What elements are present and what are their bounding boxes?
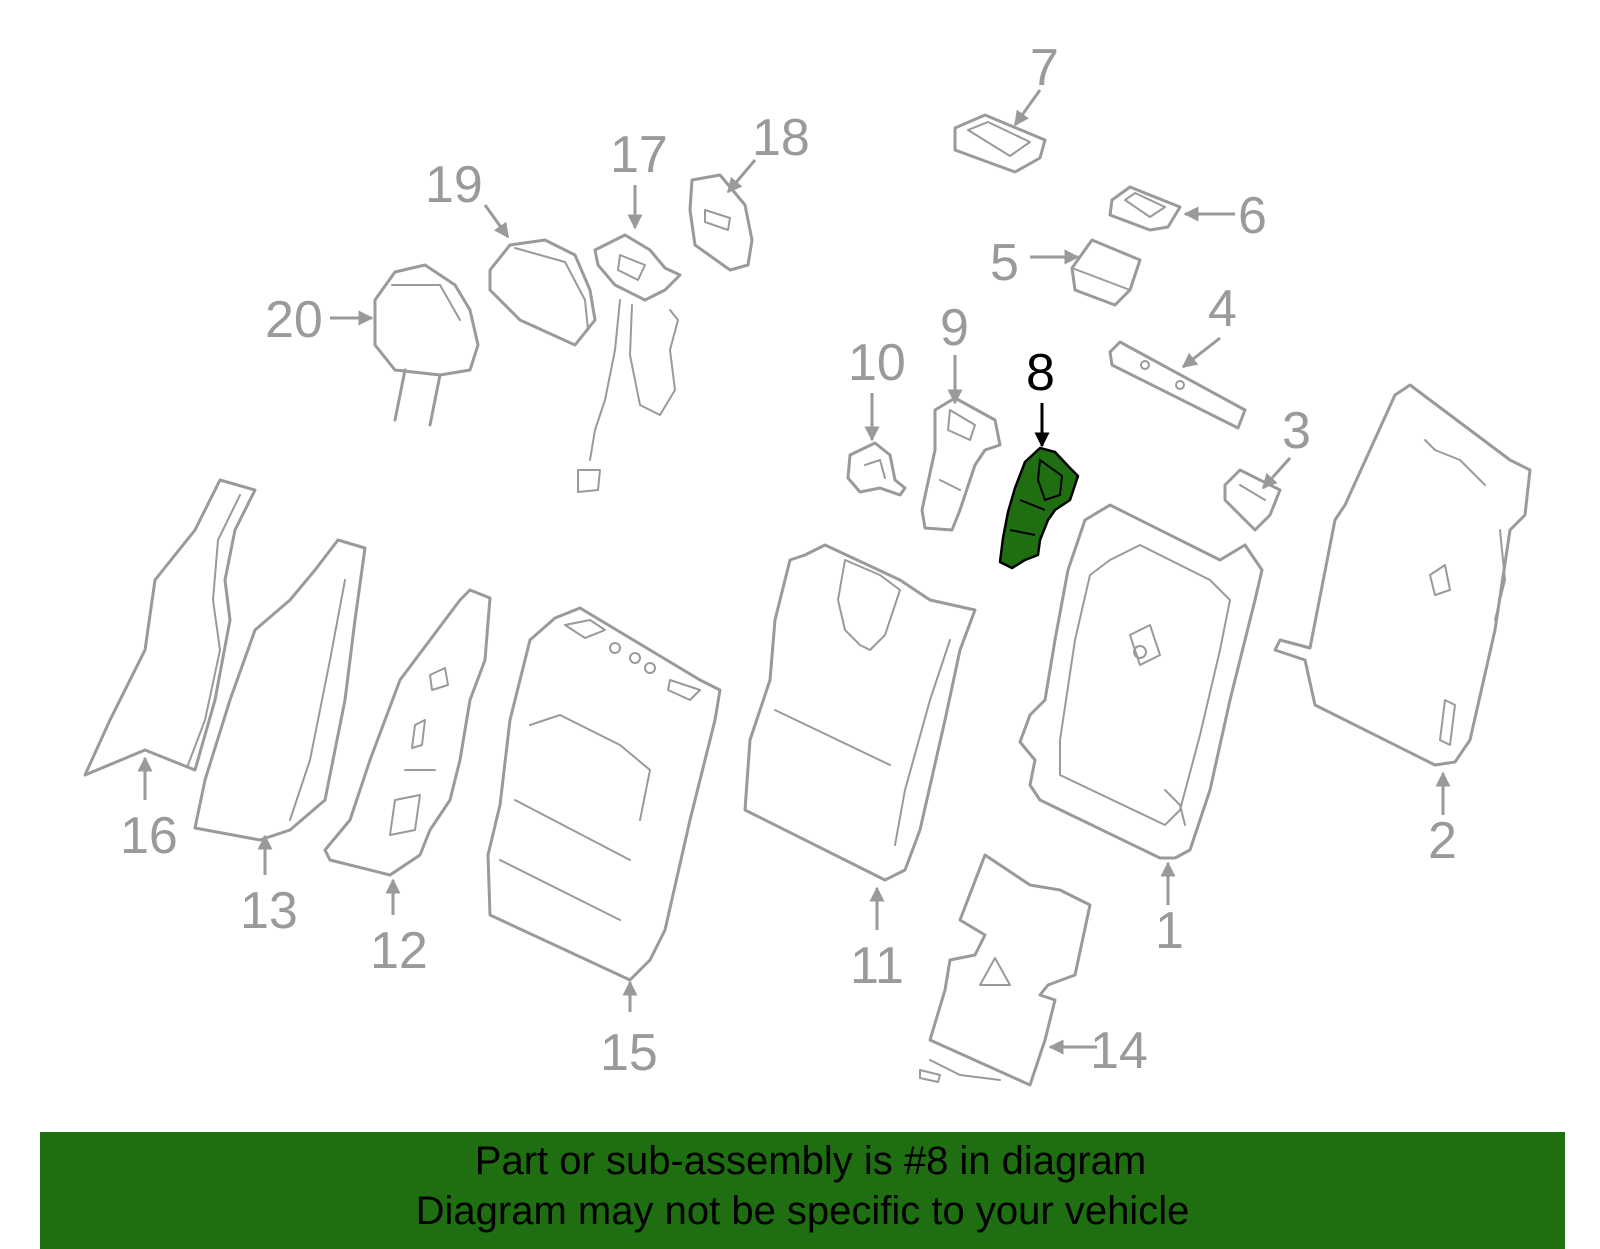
callout-5: 5 [990,234,1019,292]
part-11 [743,543,977,882]
banner-part-text: Part or sub-assembly is #8 in diagram [474,1139,1147,1183]
part-9 [920,396,1002,532]
callout-2: 2 [1428,812,1457,870]
part-18 [688,173,754,272]
part-7 [953,113,1047,174]
callout-1: 1 [1155,902,1184,960]
callout-9: 9 [940,299,969,357]
callout-3: 3 [1282,402,1311,460]
part-20 [373,263,480,427]
part-4 [1108,340,1247,430]
part-12 [323,588,492,877]
callout-17: 17 [610,126,668,184]
callout-11: 11 [850,937,904,995]
part-13 [193,538,367,842]
callout-15: 15 [600,1024,658,1082]
callout-8: 8 [1026,344,1055,402]
info-banner: Part or sub-assembly is #8 in diagram Di… [40,1132,1565,1249]
part-1 [1018,503,1264,860]
banner-disclaimer-text: Diagram may not be specific to your vehi… [415,1189,1190,1233]
callout-16: 16 [120,807,178,865]
part-17 [577,233,682,493]
callout-4: 4 [1208,280,1237,338]
callout-14: 14 [1090,1022,1148,1080]
leader-lines [137,89,1451,1055]
part-2 [1273,383,1532,767]
callout-7: 7 [1030,39,1059,97]
part-14 [919,853,1092,1087]
callout-13: 13 [240,882,298,940]
part-19 [488,238,597,347]
callout-6: 6 [1238,187,1267,245]
callout-20: 20 [265,291,323,349]
callout-10: 10 [848,334,906,392]
part-8 [998,446,1080,570]
part-15 [486,606,722,982]
part-5 [1070,238,1142,307]
part-3 [1223,468,1282,532]
callout-19: 19 [425,156,483,214]
callout-18: 18 [752,109,810,167]
callout-labels: 7 6 5 4 3 8 9 10 2 1 11 15 12 13 16 14 1… [120,39,1457,1082]
part-16 [83,478,257,777]
part-10 [846,441,907,497]
part-6 [1108,185,1182,232]
callout-12: 12 [370,922,428,980]
